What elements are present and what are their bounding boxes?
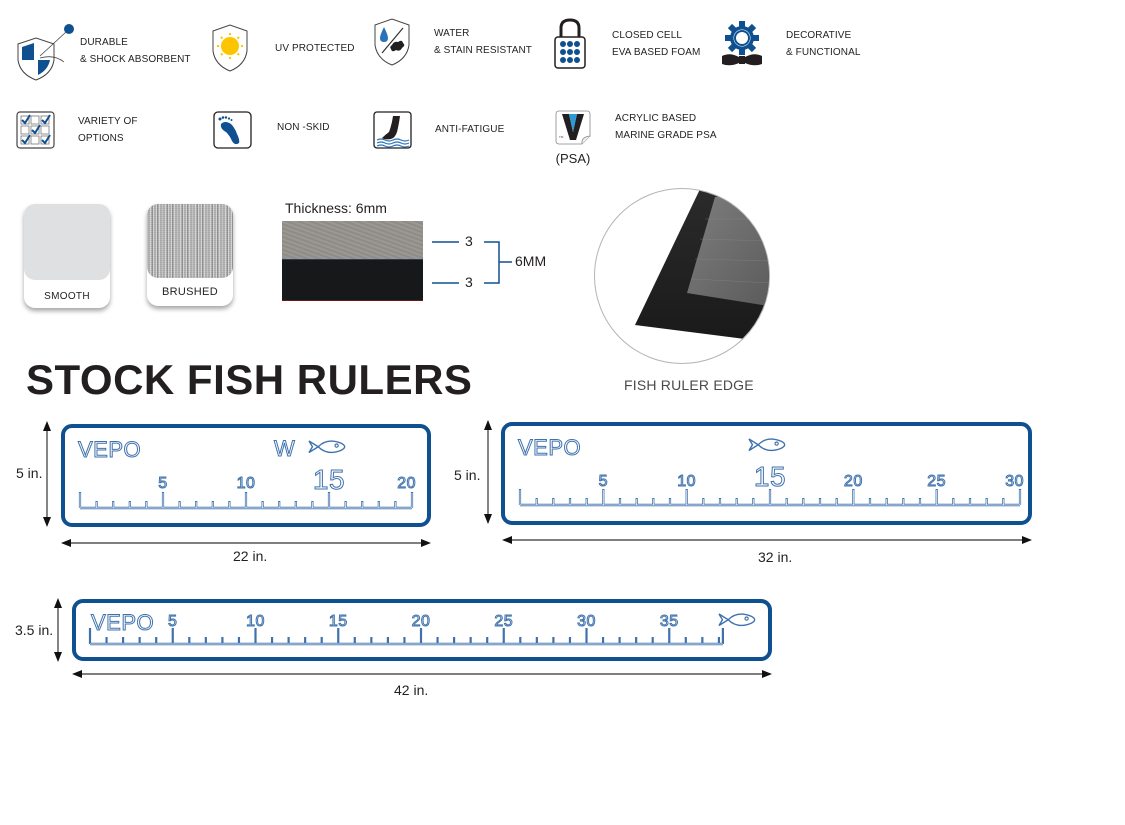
fish-ruler-edge-image [594, 188, 770, 364]
feature-line: & FUNCTIONAL [786, 47, 861, 58]
foam-cross-section [282, 221, 423, 301]
v-logo-peel-icon: TM [554, 110, 592, 151]
ruler-1-height-label: 5 in. [16, 465, 43, 481]
ruler-42in-width-arrow-head-right [762, 670, 772, 678]
feature-line: UV PROTECTED [275, 42, 355, 54]
ruler-32in-height-arrow-head-bottom [484, 514, 492, 524]
feature-line: & SHOCK ABSORBENT [80, 54, 191, 65]
feature-line: EVA BASED FOAM [612, 47, 701, 58]
ruler-22in-label: 20 [397, 475, 416, 492]
feature-line: ACRYLIC BASED [615, 113, 697, 124]
total-thickness: 6MM [515, 253, 547, 269]
ruler-22in-w-mark: W [274, 436, 295, 461]
feature-psa: TM (PSA) ACRYLIC BASED MARINE GRADE PSA [553, 110, 717, 166]
foam-bottom-layer [282, 259, 423, 301]
feature-anti-fatigue: ANTI-FATIGUE [373, 108, 504, 152]
ruler-32in-label: 15 [754, 461, 786, 492]
edge-caption: FISH RULER EDGE [624, 377, 754, 393]
footprint-icon [213, 108, 253, 152]
ruler-32in-label: 20 [844, 473, 863, 490]
feature-water-stain: WATER & STAIN RESISTANT [372, 18, 533, 66]
ruler-32in-brand: VEPO [518, 435, 581, 460]
gear-bowtie-icon [720, 20, 764, 68]
feature-line: NON -SKID [277, 121, 330, 133]
shield-impact-icon [14, 20, 76, 82]
layer-thickness-top: 3 [465, 233, 473, 249]
feature-variety: VARIETY OF OPTIONS [16, 108, 138, 152]
sun-shield-icon [210, 24, 250, 72]
ruler-42in-label: 10 [246, 613, 265, 630]
ruler-42in-height-arrow-head-top [54, 598, 62, 608]
ruler-22in-width-arrow-head-left [61, 539, 71, 547]
foot-water-icon [373, 108, 413, 152]
feature-line: OPTIONS [78, 133, 124, 144]
ruler-32in-label: 5 [599, 473, 608, 490]
feature-non-skid: NON -SKID [213, 108, 330, 152]
ruler-32in-width-arrow-head-right [1022, 536, 1032, 544]
foam-top-layer [282, 221, 423, 259]
ruler-22in-height-arrow-head-top [43, 421, 51, 431]
feature-line: & STAIN RESISTANT [434, 45, 533, 56]
ruler-1-width-label: 22 in. [233, 548, 268, 564]
water-stain-shield-icon [372, 18, 412, 66]
feature-line: ANTI-FATIGUE [435, 123, 505, 135]
svg-text:TM: TM [559, 135, 564, 139]
padlock-cells-icon [550, 18, 590, 70]
ruler-42in-label: 25 [494, 613, 513, 630]
feature-closed-cell: CLOSED CELL EVA BASED FOAM [550, 18, 700, 70]
finish-label: BRUSHED [162, 286, 218, 298]
ruler-42in-width-arrow-head-left [72, 670, 82, 678]
ruler-2-width-label: 32 in. [758, 549, 793, 565]
ruler-22in-fish-icon [308, 440, 346, 454]
thickness-title: Thickness: 6mm [285, 200, 387, 216]
ruler-32in-label: 25 [927, 473, 946, 490]
feature-line: DURABLE [80, 37, 128, 48]
ruler-22in-label: 10 [237, 475, 256, 492]
ruler-42in-height-arrow-head-bottom [54, 652, 62, 662]
brushed-texture [147, 204, 233, 278]
finish-swatch-brushed[interactable]: BRUSHED [147, 204, 233, 306]
feature-durable: DURABLE & SHOCK ABSORBENT [14, 20, 191, 82]
checkbox-grid-icon [16, 108, 56, 152]
ruler-42in-label: 15 [329, 613, 348, 630]
finish-swatch-smooth[interactable]: SMOOTH [24, 204, 110, 308]
section-title: STOCK FISH RULERS [26, 356, 473, 403]
finish-label: SMOOTH [44, 291, 90, 302]
ruler-42in-label: 20 [412, 613, 431, 630]
ruler-22in-height-arrow-head-bottom [43, 517, 51, 527]
psa-caption: (PSA) [555, 151, 591, 166]
layer-thickness-bottom: 3 [465, 274, 473, 290]
ruler-42in-label: 30 [577, 613, 596, 630]
ruler-3-height-label: 3.5 in. [15, 622, 54, 638]
ruler-42in-label: 5 [168, 613, 177, 630]
feature-line: VARIETY OF [78, 116, 138, 127]
ruler-32in-label: 10 [677, 473, 696, 490]
smooth-texture [24, 204, 110, 280]
feature-uv: UV PROTECTED [210, 24, 355, 72]
ruler-32in-fish-icon [748, 438, 786, 452]
feature-line: DECORATIVE [786, 30, 852, 41]
ruler-22in-width-arrow-head-right [421, 539, 431, 547]
ruler-3-width-label: 42 in. [394, 682, 429, 698]
ruler-32in-height-arrow-head-top [484, 420, 492, 430]
feature-line: MARINE GRADE PSA [615, 130, 717, 141]
ruler-2-height-label: 5 in. [454, 467, 481, 483]
ruler-42in-label: 35 [660, 613, 679, 630]
ruler-22in-brand: VEPO [78, 437, 141, 462]
ruler-42in-brand: VEPO [91, 610, 154, 635]
feature-line: WATER [434, 28, 470, 39]
ruler-32in-width-arrow-head-left [502, 536, 512, 544]
ruler-32in-frame [501, 422, 1032, 525]
ruler-42in-fish-icon [718, 613, 756, 627]
feature-line: CLOSED CELL [612, 30, 683, 41]
ruler-22in-label: 5 [158, 475, 167, 492]
ruler-22in-label: 15 [313, 464, 345, 495]
feature-decorative: DECORATIVE & FUNCTIONAL [720, 20, 861, 68]
ruler-32in-label: 30 [1005, 473, 1024, 490]
